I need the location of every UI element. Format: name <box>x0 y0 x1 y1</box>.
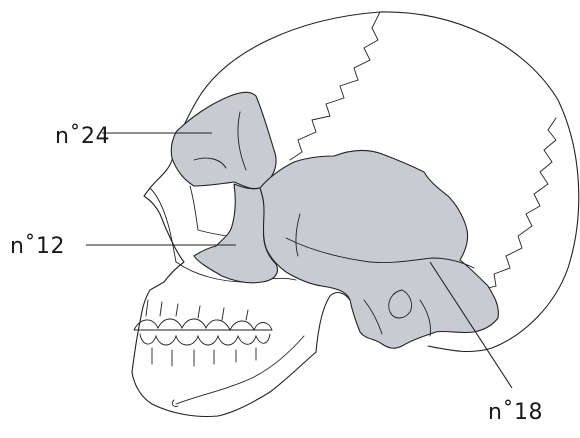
bone-n24 <box>171 92 276 188</box>
teeth <box>134 300 272 366</box>
coronal-suture <box>290 12 380 160</box>
mandible-ramus <box>316 293 350 352</box>
nasal-aperture <box>150 188 176 262</box>
lambdoid-suture <box>480 118 556 290</box>
label-n18: n˚18 <box>488 400 543 425</box>
label-n12: n˚12 <box>10 234 65 259</box>
label-n24: n˚24 <box>55 124 110 149</box>
mandible-lower-edge <box>176 336 304 404</box>
bone-n18 <box>260 150 498 348</box>
